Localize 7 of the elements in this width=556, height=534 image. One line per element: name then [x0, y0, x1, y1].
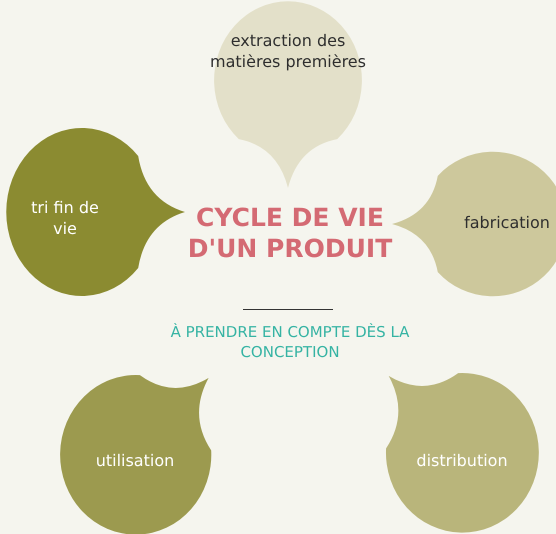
- stage-label: fabrication: [463, 212, 551, 233]
- title: CYCLE DE VIE D'UN PRODUIT: [186, 202, 394, 264]
- stage-label: extraction des matières premières: [210, 30, 366, 72]
- stage-label: tri fin de vie: [30, 197, 100, 239]
- stage-label: utilisation: [94, 450, 176, 471]
- stage-label: distribution: [415, 450, 509, 471]
- subtitle: À PRENDRE EN COMPTE DÈS LA CONCEPTION: [170, 322, 410, 362]
